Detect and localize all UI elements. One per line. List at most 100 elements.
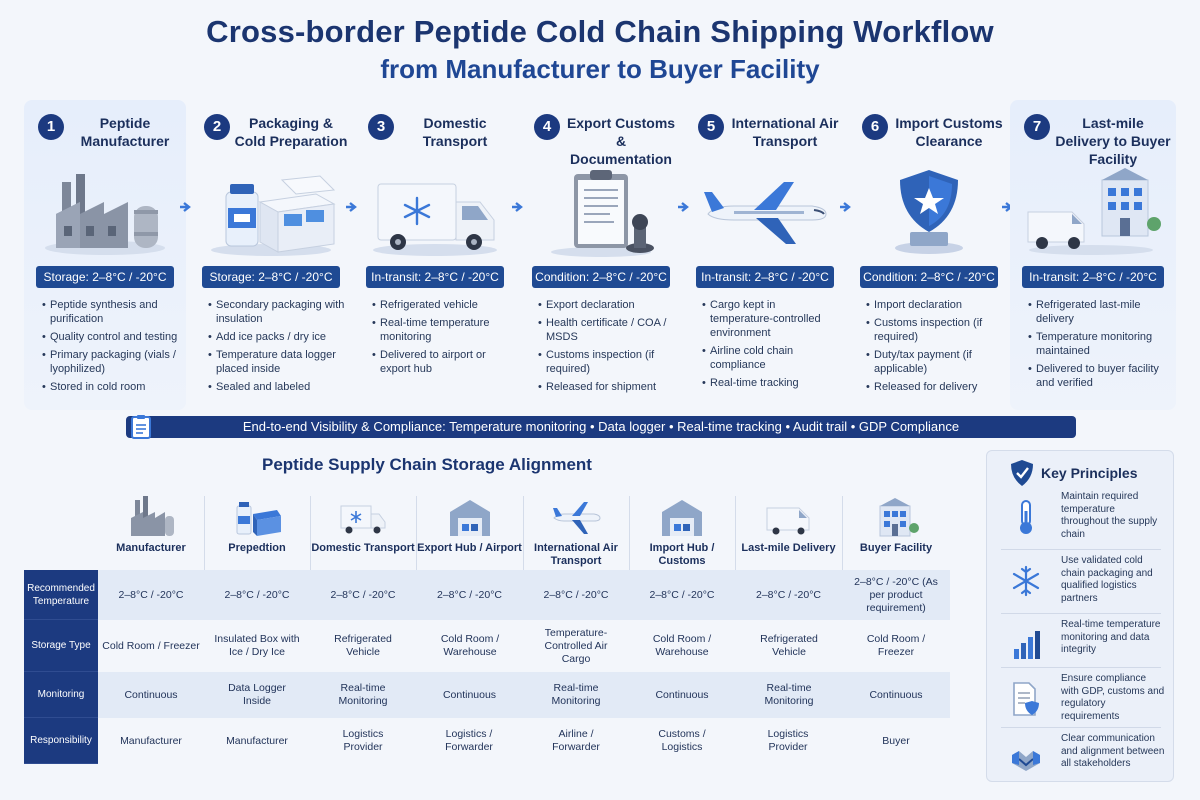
- step-title: Last-mile Delivery to Buyer Facility: [1055, 115, 1171, 167]
- column-header: Domestic Transport: [310, 488, 416, 568]
- warehouse-icon: [449, 500, 490, 536]
- list-item: Import declaration: [866, 298, 1004, 312]
- key-principles-title: Key Principles: [1041, 465, 1138, 481]
- key-principle-text: Real-time temperature monitoring and dat…: [1061, 619, 1161, 655]
- snowflake-icon: [1012, 565, 1040, 597]
- table-cell: Continuous: [655, 688, 709, 701]
- step-title: Peptide Manufacturer: [80, 115, 170, 149]
- column-label: Manufacturer: [116, 542, 186, 554]
- step-number: 3: [368, 114, 394, 140]
- step-title: Packaging & Cold Preparation: [234, 115, 348, 149]
- column-header: Buyer Facility: [842, 488, 950, 568]
- list-item: Add ice packs / dry ice: [208, 330, 346, 344]
- table-cell: Manufacturer: [226, 734, 288, 747]
- airplane-icon: [704, 182, 827, 244]
- table-cell: 2–8°C / -20°C: [436, 588, 502, 601]
- arrow-right-icon: [180, 202, 191, 212]
- column-label: International Air Transport: [534, 542, 618, 567]
- table-cell: Continuous: [124, 688, 178, 701]
- step-1-manufacturer: 1 Peptide Manufacturer Storage: 2–8°C / …: [24, 100, 186, 410]
- column-label: Buyer Facility: [859, 542, 933, 554]
- key-principle-item: Real-time temperature monitoring and dat…: [995, 619, 1167, 677]
- step-number: 1: [38, 114, 64, 140]
- step-condition-badge: In-transit: 2–8°C / -20°C: [1022, 266, 1164, 288]
- step-4-export-customs: 4 Export Customs & Documentation Conditi…: [520, 100, 682, 410]
- table-cell: Customs / Logistics: [658, 728, 706, 753]
- title-line-1: Cross-border Peptide Cold Chain Shipping…: [206, 14, 994, 49]
- key-principle-text: Maintain required temperature throughout…: [1061, 491, 1158, 540]
- list-item: Primary packaging (vials / lyophilized): [42, 348, 180, 376]
- table-cell: 2–8°C / -20°C: [224, 588, 290, 601]
- step-task-list: Export declaration Health certificate / …: [538, 298, 676, 398]
- list-item: Temperature data logger placed inside: [208, 348, 346, 376]
- cold-box-icon: [236, 502, 281, 536]
- table-cell: 2–8°C / -20°C: [755, 588, 821, 601]
- key-principle-text: Use validated cold chain packaging and q…: [1061, 555, 1153, 604]
- list-item: Customs inspection (if required): [538, 348, 676, 376]
- arrow-right-icon: [346, 202, 357, 212]
- row-label-responsibility: Responsibility: [24, 718, 98, 764]
- key-principle-item: Use validated cold chain packaging and q…: [995, 555, 1167, 613]
- table-cell: Real-time Monitoring: [764, 682, 814, 707]
- column-header: Manufacturer: [98, 488, 204, 568]
- step-5-air-transport: 5 International Air Transport In-transit…: [684, 100, 846, 410]
- table-cell: Logistics / Forwarder: [445, 728, 493, 753]
- table-cell: Refrigerated Vehicle: [334, 633, 392, 658]
- document-shield-icon: [1013, 682, 1039, 716]
- table-cell: 2–8°C / -20°C: [330, 588, 396, 601]
- table-cell: Manufacturer: [120, 734, 182, 747]
- step-number: 7: [1024, 114, 1050, 140]
- list-item: Health certificate / COA / MSDS: [538, 316, 676, 344]
- column-header: Export Hub / Airport: [416, 488, 523, 568]
- page-title: Cross-border Peptide Cold Chain Shipping…: [0, 12, 1200, 86]
- refrigerated-truck-icon: [373, 183, 497, 256]
- list-item: Released for delivery: [866, 380, 1004, 394]
- building-icon: [879, 498, 919, 537]
- table-cell: 2–8°C / -20°C: [118, 588, 184, 601]
- step-number: 5: [698, 114, 724, 140]
- step-condition-badge: In-transit: 2–8°C / -20°C: [366, 266, 504, 288]
- title-line-2: from Manufacturer to Buyer Facility: [380, 54, 820, 84]
- table-cell: Continuous: [442, 688, 497, 701]
- key-principle-item: Maintain required temperature throughout…: [995, 491, 1167, 549]
- table-cell: Buyer: [882, 734, 910, 747]
- list-item: Refrigerated last-mile delivery: [1028, 298, 1170, 326]
- step-condition-badge: Condition: 2–8°C / -20°C: [532, 266, 670, 288]
- step-condition-badge: Condition: 2–8°C / -20°C: [860, 266, 998, 288]
- key-principles-panel: Key Principles Maintain required tempera…: [986, 450, 1174, 782]
- column-header: International Air Transport: [523, 488, 629, 568]
- list-item: Duty/tax payment (if applicable): [866, 348, 1004, 376]
- table-cell: Continuous: [869, 688, 923, 701]
- list-item: Real-time temperature monitoring: [372, 316, 510, 344]
- list-item: Released for shipment: [538, 380, 676, 394]
- factory-icon: [131, 496, 174, 536]
- list-item: Airline cold chain compliance: [702, 344, 840, 372]
- table-cell: 2–8°C / -20°C (As per product requiremen…: [854, 575, 938, 614]
- list-item: Sealed and labeled: [208, 380, 346, 394]
- step-title: Import Customs Clearance: [895, 115, 1003, 149]
- van-building-icon: [1027, 168, 1161, 255]
- column-label: Export Hub / Airport: [417, 542, 522, 554]
- arrow-right-icon: [512, 202, 523, 212]
- step-number: 2: [204, 114, 230, 140]
- list-item: Customs inspection (if required): [866, 316, 1004, 344]
- list-item: Secondary packaging with insulation: [208, 298, 346, 326]
- list-item: Real-time tracking: [702, 376, 840, 390]
- step-task-list: Import declaration Customs inspection (i…: [866, 298, 1004, 398]
- list-item: Delivered to airport or export hub: [372, 348, 510, 376]
- step-task-list: Refrigerated last-mile delivery Temperat…: [1028, 298, 1170, 394]
- step-title: Domestic Transport: [422, 115, 488, 149]
- column-header: Prepedtion: [204, 488, 310, 568]
- step-3-domestic-transport: 3 Domestic Transport In-transit: 2–8°C /…: [354, 100, 516, 410]
- step-title: Export Customs & Documentation: [566, 115, 676, 167]
- airplane-icon: [553, 502, 601, 534]
- arrow-right-icon: [678, 202, 689, 212]
- table-cell: Cold Room / Freezer: [102, 639, 200, 652]
- list-item: Temperature monitoring maintained: [1028, 330, 1170, 358]
- list-item: Refrigerated vehicle: [372, 298, 510, 312]
- row-label-storage-type: Storage Type: [24, 620, 98, 672]
- list-item: Quality control and testing: [42, 330, 180, 344]
- shield-check-icon: [1011, 460, 1033, 486]
- shield-star-icon: [895, 170, 963, 254]
- step-task-list: Peptide synthesis and purification Quali…: [42, 298, 180, 398]
